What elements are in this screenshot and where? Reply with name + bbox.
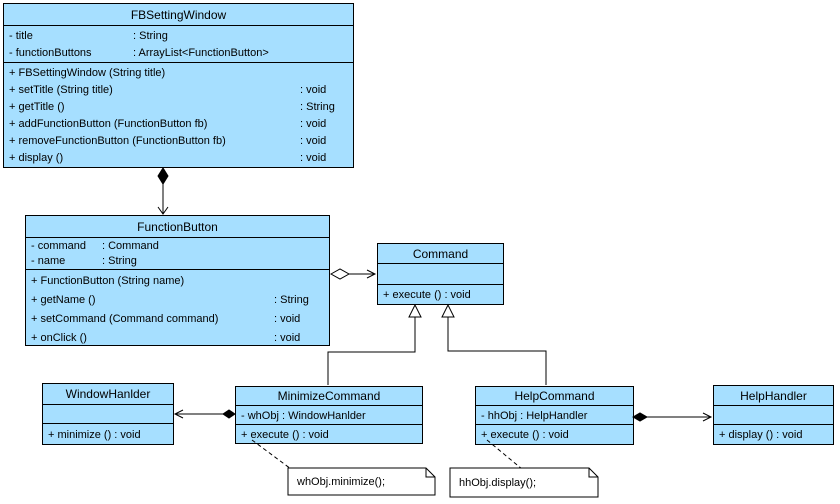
- class-name-fbsettingwindow: FBSettingWindow: [4, 4, 353, 26]
- hollow-triangle-icon: [408, 303, 422, 318]
- methods-compartment: + execute () : void: [476, 425, 633, 444]
- methods-compartment: + FunctionButton (String name) + getName…: [26, 270, 329, 347]
- open-arrow-icon: [157, 206, 169, 215]
- method-row: + execute () : void: [241, 428, 329, 441]
- class-command: Command + execute () : void: [377, 243, 504, 305]
- attributes-compartment: - title: String - functionButtons: Array…: [4, 26, 353, 63]
- attributes-compartment: - whObj : WindowHanlder: [236, 406, 422, 425]
- methods-compartment: + minimize () : void: [43, 424, 173, 444]
- class-helpcommand: HelpCommand - hhObj : HelpHandler + exec…: [475, 386, 634, 445]
- class-name-minimizecommand: MinimizeCommand: [236, 387, 422, 406]
- note-hhobj-display: hhObj.display();: [459, 476, 537, 489]
- class-name-helphandler: HelpHandler: [714, 386, 833, 406]
- filled-diamond-icon: [157, 167, 169, 185]
- attributes-compartment: - command: Command - name: String: [26, 238, 329, 270]
- open-arrow-icon: [173, 409, 184, 419]
- method-row: + getName (): String: [31, 293, 309, 306]
- composition-fbsettingwindow-functionbutton: [157, 167, 169, 215]
- class-minimizecommand: MinimizeCommand - whObj : WindowHanlder …: [235, 386, 423, 444]
- methods-compartment: + FBSettingWindow (String title) + setTi…: [4, 63, 353, 167]
- method-row: + FunctionButton (String name): [31, 274, 185, 287]
- composition-helpcommand-helphandler: [631, 412, 713, 422]
- attributes-compartment-empty: [378, 264, 503, 285]
- method-row: + execute () : void: [481, 429, 569, 441]
- aggregation-functionbutton-command: [329, 268, 377, 280]
- method-row: + FBSettingWindow (String title): [9, 66, 166, 79]
- class-functionbutton: FunctionButton - command: Command - name…: [25, 215, 330, 346]
- method-row: + setCommand (Command command): void: [31, 312, 301, 325]
- attribute-row: - functionButtons: ArrayList<FunctionBut…: [9, 46, 269, 59]
- attributes-compartment-empty: [43, 405, 173, 424]
- class-fbsettingwindow: FBSettingWindow - title: String - functi…: [3, 3, 354, 168]
- method-row: + minimize () : void: [48, 428, 141, 441]
- class-name-command: Command: [378, 244, 503, 264]
- class-name-helpcommand: HelpCommand: [476, 387, 633, 406]
- composition-minimizecommand-windowhanlder: [173, 409, 236, 419]
- attribute-row: - name: String: [31, 254, 137, 267]
- attribute-row: - whObj : WindowHanlder: [241, 409, 366, 422]
- note-whobj-minimize: whObj.minimize();: [297, 475, 386, 488]
- open-arrow-icon: [366, 269, 377, 279]
- open-arrow-icon: [702, 412, 713, 422]
- method-row: + execute () : void: [383, 289, 471, 301]
- generalization-minimizecommand-command: [327, 303, 422, 385]
- hollow-diamond-icon: [329, 268, 351, 280]
- methods-compartment: + display () : void: [714, 425, 833, 444]
- method-row: + display (): void: [9, 151, 327, 164]
- class-name-windowhanlder: WindowHanlder: [43, 384, 173, 405]
- method-row: + onClick (): void: [31, 331, 301, 344]
- filled-diamond-icon: [222, 409, 236, 419]
- filled-diamond-icon: [631, 412, 649, 422]
- generalization-helpcommand-command: [441, 303, 547, 385]
- method-row: + addFunctionButton (FunctionButton fb):…: [9, 117, 327, 130]
- class-name-functionbutton: FunctionButton: [26, 216, 329, 238]
- method-row: + display () : void: [719, 429, 803, 441]
- attribute-row: - hhObj : HelpHandler: [481, 409, 588, 422]
- hollow-triangle-icon: [441, 303, 455, 318]
- attribute-row: - command: Command: [31, 239, 159, 252]
- method-row: + getTitle (): String: [9, 100, 335, 113]
- attributes-compartment-empty: [714, 406, 833, 425]
- method-row: + removeFunctionButton (FunctionButton f…: [9, 134, 327, 147]
- method-row: + setTitle (String title): void: [9, 83, 327, 96]
- methods-compartment: + execute () : void: [236, 425, 422, 443]
- attribute-row: - title: String: [9, 29, 168, 42]
- class-helphandler: HelpHandler + display () : void: [713, 385, 834, 445]
- note-anchor-line: [251, 439, 292, 470]
- class-windowhanlder: WindowHanlder + minimize () : void: [42, 383, 174, 445]
- attributes-compartment: - hhObj : HelpHandler: [476, 406, 633, 425]
- methods-compartment: + execute () : void: [378, 285, 503, 304]
